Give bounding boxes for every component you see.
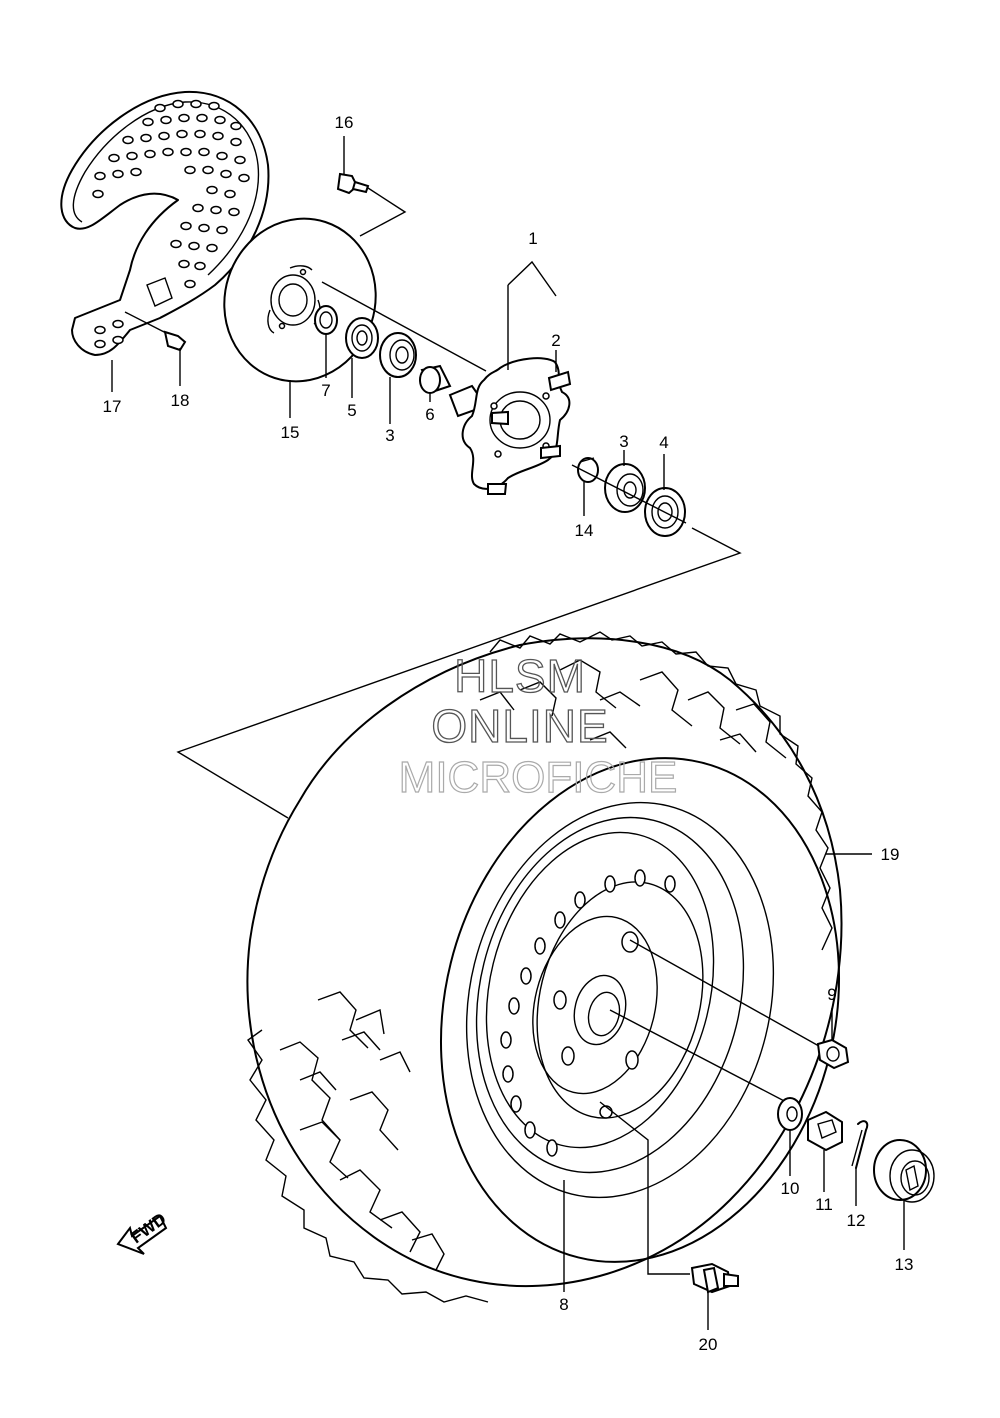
callout-18: 18 (171, 391, 190, 410)
brake-disc-part-15[interactable] (203, 199, 396, 401)
guard-holes (92, 99, 250, 349)
callout-12: 12 (847, 1211, 866, 1230)
wheel-rim-part-8[interactable] (389, 715, 891, 1304)
cotter-pin-part-12[interactable] (851, 1120, 869, 1169)
callout-3b: 3 (619, 432, 628, 451)
stud-part-2[interactable] (487, 370, 572, 495)
callout-19: 19 (881, 845, 900, 864)
callout-16: 16 (335, 113, 354, 132)
callout-17: 17 (103, 397, 122, 416)
callout-9: 9 (827, 985, 836, 1004)
tire-part-19[interactable] (246, 631, 843, 1303)
watermark-line-3: MICROFICHE (399, 753, 678, 802)
pointer-wheel-nut (629, 939, 827, 1051)
watermark-line-2: ONLINE (431, 700, 608, 752)
bearing-part-5[interactable] (345, 317, 379, 359)
callout-14: 14 (575, 521, 594, 540)
castle-nut-part-11[interactable] (807, 1110, 843, 1152)
hub-cap-part-13[interactable] (873, 1139, 935, 1203)
nut-part-9[interactable] (816, 1038, 850, 1070)
assembly-connector (176, 527, 742, 819)
callout-6: 6 (425, 405, 434, 424)
callout-8: 8 (559, 1295, 568, 1314)
bearing-part-3-left[interactable] (379, 332, 417, 378)
brake-guard-part-17[interactable] (60, 90, 270, 356)
callout-10: 10 (781, 1179, 800, 1198)
leader-lines (111, 136, 905, 1330)
callout-labels: 1 2 3 3 4 5 6 7 8 9 10 11 12 13 14 15 16… (103, 113, 914, 1354)
oil-seal-part-7[interactable] (314, 305, 338, 335)
spacer-part-6[interactable] (419, 364, 452, 394)
bearing-part-3-right[interactable] (604, 463, 646, 513)
callout-3a: 3 (385, 426, 394, 445)
callout-20: 20 (699, 1335, 718, 1354)
callout-5: 5 (347, 401, 356, 420)
callout-2: 2 (551, 331, 560, 350)
bolt-part-16[interactable] (336, 172, 407, 237)
fwd-arrow-icon: FWD (116, 1209, 170, 1255)
callout-11: 11 (815, 1195, 833, 1214)
watermark-line-1: HLSM (454, 650, 586, 702)
callout-15: 15 (281, 423, 300, 442)
callout-4: 4 (659, 433, 668, 452)
axis-line-hub-right (571, 464, 687, 524)
washer-part-10[interactable] (777, 1097, 803, 1131)
callout-1: 1 (528, 229, 537, 248)
pointer-wheel-washer (609, 1009, 791, 1105)
valve-part-20[interactable] (599, 1101, 739, 1294)
rim-holes (500, 869, 676, 1157)
callout-bracket-1b (507, 260, 557, 297)
bolt-part-18[interactable] (124, 311, 187, 352)
callout-13: 13 (895, 1255, 914, 1274)
watermark: HLSM ONLINE MICROFICHE (398, 649, 678, 802)
callout-7: 7 (321, 381, 330, 400)
axis-line-disc-hub (321, 281, 487, 372)
